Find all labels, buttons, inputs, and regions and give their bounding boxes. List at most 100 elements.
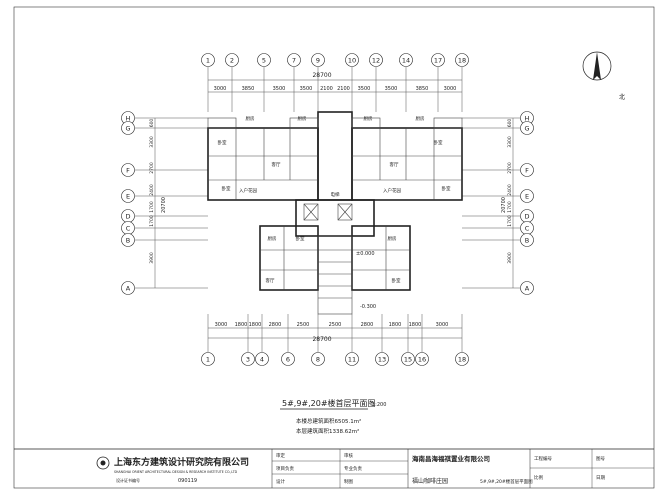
company-logo — [96, 456, 110, 470]
svg-text:A: A — [525, 284, 530, 292]
top-dim-0: 3000 — [214, 86, 227, 92]
svg-text:C: C — [126, 224, 131, 232]
room-label-9: 卧室 — [442, 185, 451, 192]
top-dim-5: 2100 — [337, 86, 350, 92]
top-dim-3: 3500 — [300, 86, 313, 92]
left-dim-6: 3900 — [149, 252, 155, 264]
left-dim-0: 600 — [149, 119, 155, 128]
bottom-axis-bubble-1: 1 — [201, 352, 215, 366]
top-axis-bubble-12: 12 — [369, 53, 383, 67]
svg-text:B: B — [525, 236, 529, 244]
bottom-axis-bubble-4: 4 — [255, 352, 269, 366]
right-axis-bubble-D-4: D — [520, 209, 534, 223]
svg-text:G: G — [524, 124, 529, 132]
left-dim-2: 2700 — [149, 162, 155, 174]
signature-label-2: 项目负责 — [276, 465, 294, 472]
svg-text:18: 18 — [458, 355, 466, 363]
room-label-7: 客厅 — [390, 161, 399, 168]
top-dim-2: 3500 — [273, 86, 286, 92]
signature-label-1: 审核 — [344, 452, 353, 459]
client-name: 海南昌海福祺置业有限公司 — [412, 454, 490, 463]
svg-text:D: D — [125, 212, 130, 220]
title-block-drawing-name: 5#,9#,20#楼首层平面图 — [480, 478, 533, 485]
svg-text:15: 15 — [404, 355, 412, 363]
room-label-0: 卧室 — [218, 139, 227, 146]
bottom-dim-9: 3000 — [436, 322, 449, 328]
right-dim-2: 2700 — [507, 162, 513, 174]
top-axis-bubble-1: 1 — [201, 53, 215, 67]
room-label-16: 厨房 — [388, 235, 397, 242]
signature-label-0: 审定 — [276, 452, 285, 459]
top-axis-bubble-2: 2 — [225, 53, 239, 67]
top-axis-bubble-17: 17 — [431, 53, 445, 67]
svg-text:17: 17 — [434, 56, 442, 64]
room-label-3: 厨房 — [298, 115, 307, 122]
top-dim-6: 3500 — [358, 86, 371, 92]
top-axis-bubble-5: 5 — [257, 53, 271, 67]
svg-text:7: 7 — [292, 56, 296, 64]
room-label-13: 厨房 — [268, 235, 277, 242]
left-dim-4: 1700 — [149, 201, 155, 213]
svg-text:16: 16 — [418, 355, 426, 363]
room-label-8: 厨房 — [364, 115, 373, 122]
room-label-2: 客厅 — [272, 161, 281, 168]
room-label-15: 客厅 — [266, 277, 275, 284]
top-dim-9: 3000 — [444, 86, 457, 92]
room-labels: 卧室厨房客厅厨房卧室卧室厨房客厅厨房卧室入户花园入户花园电梯厨房卧室客厅厨房卧室 — [218, 115, 451, 284]
bottom-dim-2: 1800 — [249, 322, 262, 328]
right-axis-bubble-F-2: F — [520, 163, 534, 177]
north-arrow: 北 — [582, 51, 625, 101]
top-axis-bubble-14: 14 — [399, 53, 413, 67]
top-axis-bubble-10: 10 — [345, 53, 359, 67]
room-label-17: 卧室 — [392, 277, 401, 284]
right-axis-bubble-G-1: G — [520, 121, 534, 135]
left-dim-3: 2400 — [149, 184, 155, 196]
area-note-floor: 本层建筑面积1338.62m² — [296, 427, 359, 435]
svg-text:10: 10 — [348, 56, 356, 64]
svg-text:F: F — [525, 166, 529, 174]
room-label-14: 卧室 — [296, 235, 305, 242]
left-axis-bubble-A-7: A — [121, 281, 135, 295]
svg-text:8: 8 — [316, 355, 320, 363]
signature-label-5: 制图 — [344, 478, 353, 485]
svg-text:4: 4 — [260, 355, 264, 363]
svg-text:12: 12 — [372, 56, 380, 64]
svg-text:G: G — [125, 124, 130, 132]
north-label: 北 — [619, 93, 625, 101]
left-axis-bubble-G-1: G — [121, 121, 135, 135]
bottom-axis-bubble-8: 8 — [311, 352, 325, 366]
top-dim-7: 3500 — [385, 86, 398, 92]
right-dim-1: 3300 — [507, 136, 513, 148]
signature-label-4: 设计 — [276, 478, 285, 485]
left-axis-bubble-E-3: E — [121, 189, 135, 203]
room-label-12: 电梯 — [331, 191, 340, 198]
room-label-1: 厨房 — [246, 115, 255, 122]
top-axis-bubble-7: 7 — [287, 53, 301, 67]
bottom-dim-8: 1800 — [409, 322, 422, 328]
bottom-dim-7: 1800 — [389, 322, 402, 328]
cert-label: 设计证书编号 — [116, 477, 140, 483]
bottom-axis-bubble-16: 16 — [415, 352, 429, 366]
svg-text:14: 14 — [402, 56, 410, 64]
room-label-6: 厨房 — [416, 115, 425, 122]
svg-text:D: D — [524, 212, 529, 220]
svg-text:C: C — [525, 224, 530, 232]
top-axis-bubble-18: 18 — [455, 53, 469, 67]
company-name-en: SHANGHAI ORIENT ARCHITECTURAL DESIGN & R… — [114, 470, 238, 474]
svg-text:E: E — [126, 192, 130, 200]
signature-label-3: 专业负责 — [344, 465, 362, 472]
company-name-cn: 上海东方建筑设计研究院有限公司 — [114, 456, 249, 468]
top-axis-bubble-9: 9 — [311, 53, 325, 67]
left-dim-1: 3300 — [149, 136, 155, 148]
room-label-10: 入户花园 — [239, 187, 257, 194]
svg-text:6: 6 — [286, 355, 290, 363]
svg-text:1: 1 — [206, 56, 210, 64]
right-dim-5: 1700 — [507, 215, 513, 227]
drawing-scale: 1:200 — [372, 402, 386, 408]
left-axis-bubble-C-5: C — [121, 221, 135, 235]
svg-text:A: A — [126, 284, 131, 292]
bottom-dim-4: 2500 — [297, 322, 310, 328]
